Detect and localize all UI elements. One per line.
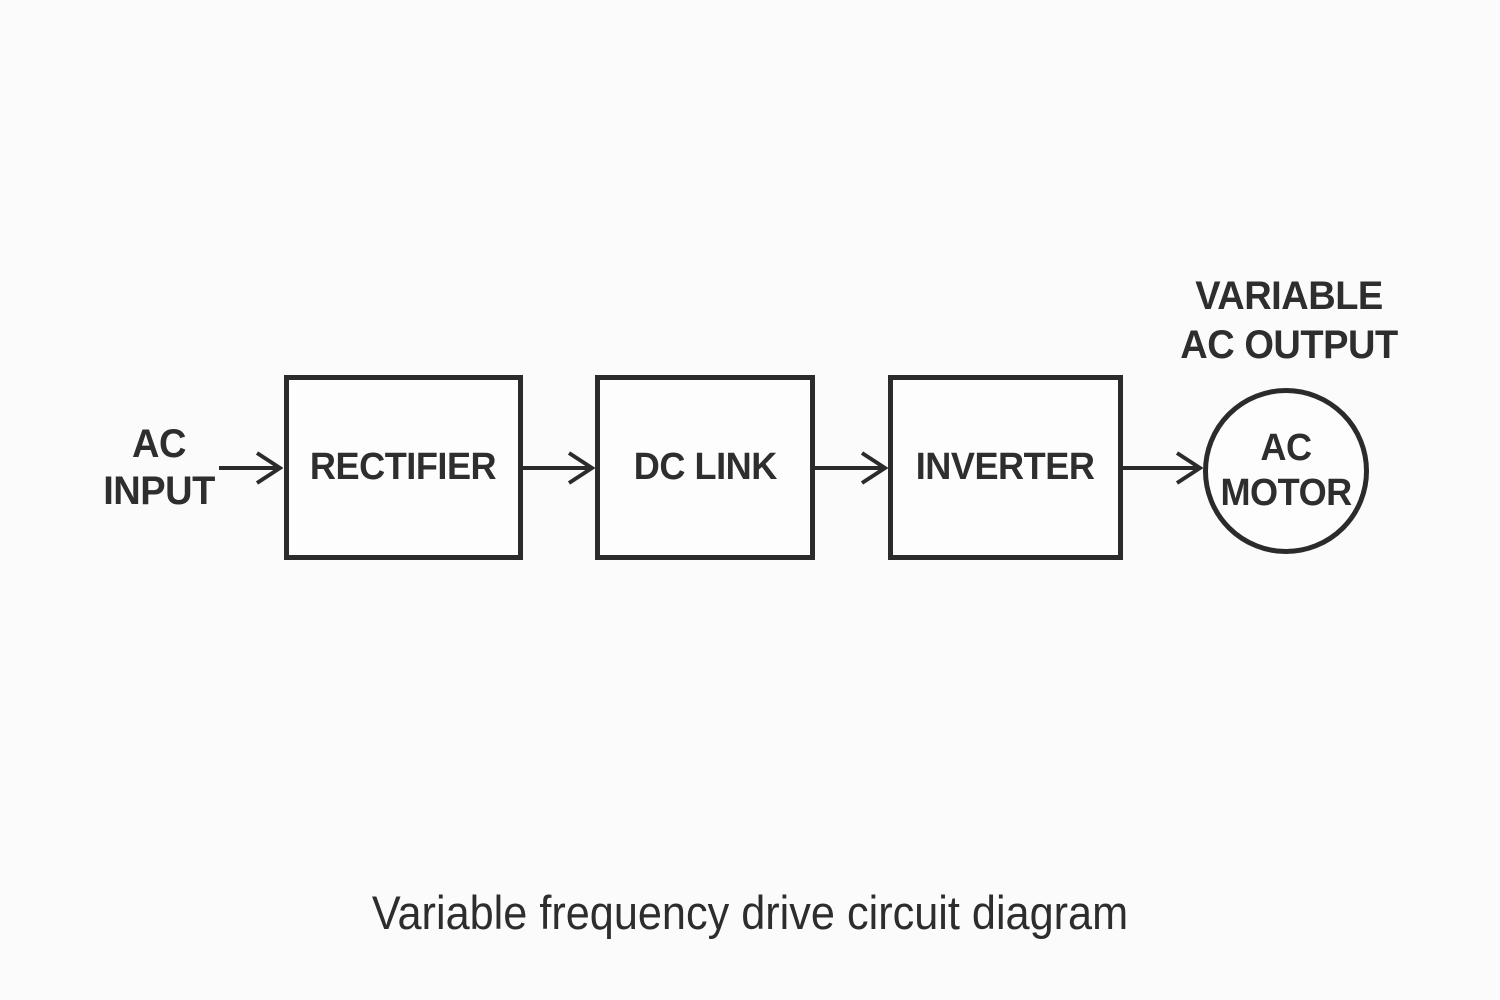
flow-arrow-inverter-to-motor	[1123, 445, 1203, 491]
variable-ac-output-label: VARIABLE AC OUTPUT	[1089, 272, 1489, 370]
arrow-right-icon	[815, 451, 888, 485]
ac-input-label: AC INPUT	[39, 421, 279, 515]
block-inverter: INVERTER	[888, 375, 1123, 560]
arrow-right-icon	[1123, 451, 1203, 485]
ac-motor-line1: AC	[1260, 427, 1312, 469]
block-inverter-label: INVERTER	[916, 446, 1095, 488]
block-rectifier: RECTIFIER	[284, 375, 523, 560]
block-rectifier-label: RECTIFIER	[310, 446, 497, 488]
block-dc-link-label: DC LINK	[633, 446, 777, 488]
diagram-caption: Variable frequency drive circuit diagram	[371, 886, 1129, 939]
flow-arrow-rectifier-to-dclink	[523, 445, 595, 491]
flow-arrow-input-to-rectifier	[219, 445, 283, 491]
arrow-right-icon	[523, 451, 595, 485]
variable-output-line1: VARIABLE	[1195, 274, 1383, 318]
block-dc-link: DC LINK	[595, 375, 815, 560]
ac-input-line2: INPUT	[103, 469, 215, 513]
flow-arrow-dclink-to-inverter	[815, 445, 888, 491]
variable-output-line2: AC OUTPUT	[1180, 323, 1398, 367]
ac-motor-circle: AC MOTOR	[1203, 388, 1369, 554]
ac-input-line1: AC	[132, 422, 186, 466]
ac-motor-line2: MOTOR	[1220, 472, 1352, 514]
arrow-right-icon	[219, 451, 283, 485]
